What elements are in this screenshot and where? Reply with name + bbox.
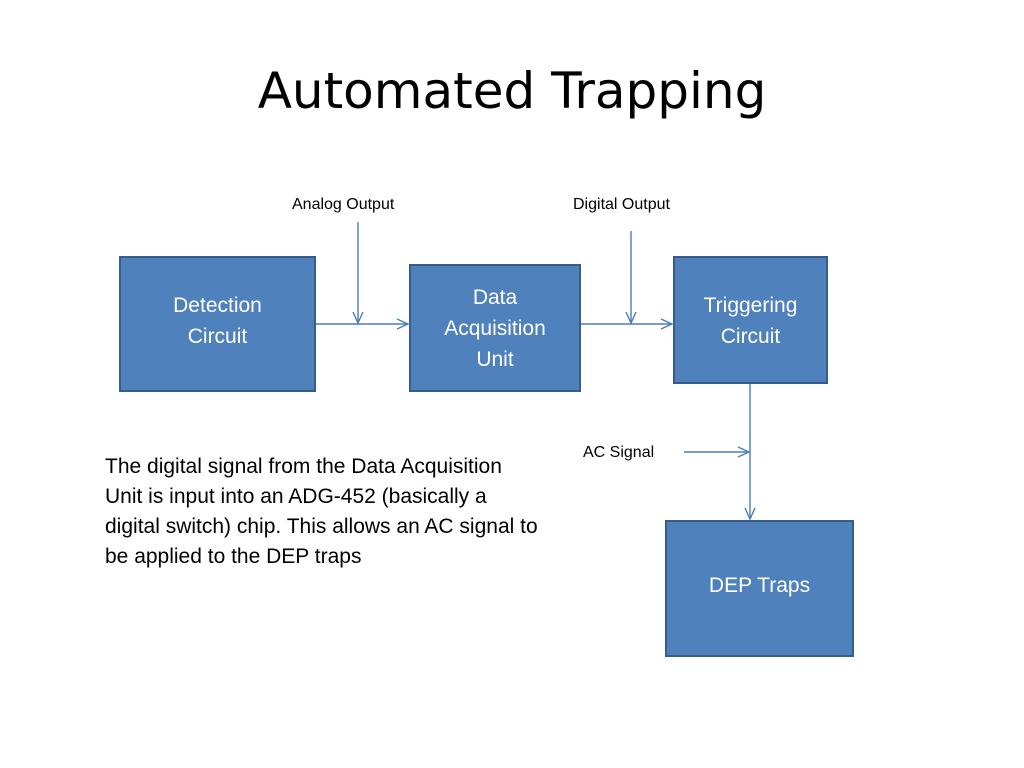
triggering-circuit-label: Triggering Circuit [703,294,798,348]
data-acquisition-unit-block: Data Acquisition Unit [409,264,581,392]
analog-output-label: Analog Output [292,196,395,213]
detection-circuit-label: Detection Circuit [173,294,262,348]
triggering-circuit-block: Triggering Circuit [673,256,828,384]
detection-circuit-block: Detection Circuit [119,256,316,392]
dep-traps-block: DEP Traps [665,520,854,657]
dep-traps-label: DEP Traps [708,574,811,597]
data-acquisition-unit-label: Data Acquisition Unit [444,286,546,371]
description-text: The digital signal from the Data Acquisi… [105,455,538,568]
slide-title: Automated Trapping [257,62,767,120]
digital-output-label: Digital Output [573,196,670,213]
ac-signal-label: AC Signal [583,444,655,461]
